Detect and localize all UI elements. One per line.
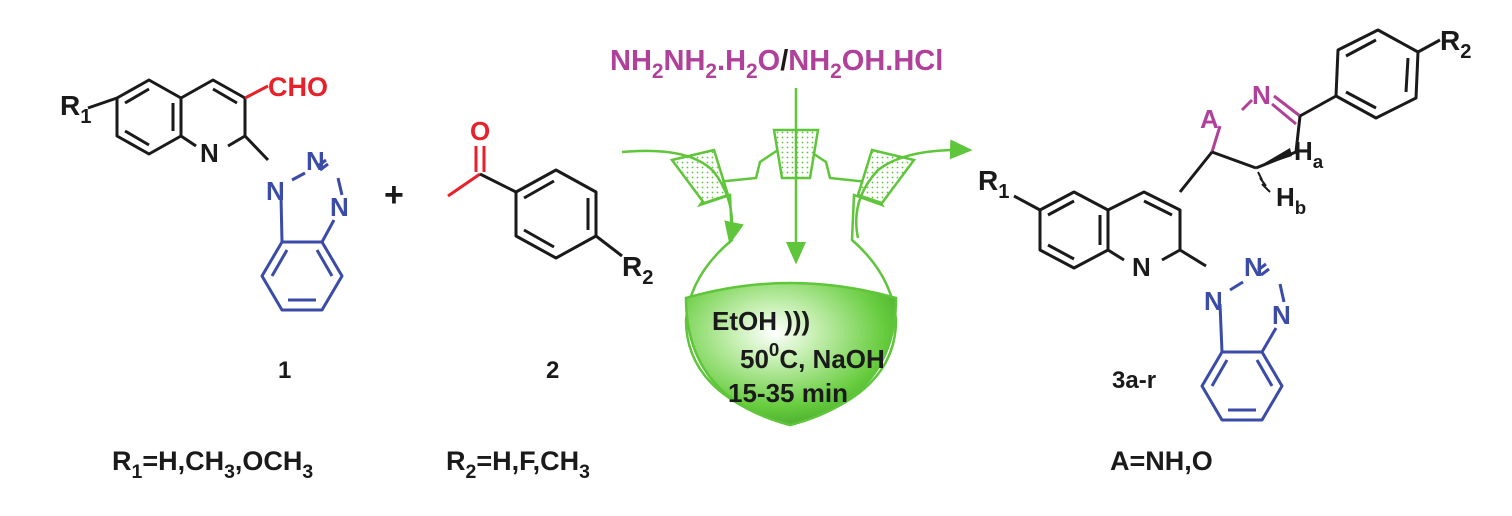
compound-1-r1-label: R1 xyxy=(60,90,91,128)
product-hb-label: Hb xyxy=(1276,182,1306,218)
compound-1-triazole-n2: N xyxy=(306,146,325,176)
compound-2-structure xyxy=(447,146,623,260)
flask-time-label: 15-35 min xyxy=(728,378,848,408)
product-triazole-n3: N xyxy=(1272,300,1291,330)
compound-1-triazole-n1: N xyxy=(266,176,285,206)
product-ha-label: Ha xyxy=(1294,136,1324,172)
product-quinoline xyxy=(1013,151,1214,270)
reagent-label: NH2NH2.H2O/NH2OH.HCl xyxy=(610,45,943,83)
compound-2-number: 2 xyxy=(546,357,559,384)
product-quinoline-n: N xyxy=(1132,252,1151,282)
flask-funnel-right xyxy=(856,148,917,205)
product-r1-label: R1 xyxy=(978,165,1009,203)
flask-solvent-label: EtOH ))) xyxy=(712,306,810,336)
compound-1-cho-label: CHO xyxy=(268,72,328,102)
compound-1-number: 1 xyxy=(278,357,291,384)
flask-funnel-left xyxy=(669,148,730,205)
compound-1-structure xyxy=(87,78,270,162)
compound-2-substituents: R2=H,F,CH3 xyxy=(446,446,590,483)
product-a-atom: A xyxy=(1200,104,1219,134)
product-aryl-ring xyxy=(1299,28,1441,120)
compound-1-substituents: R1=H,CH3,OCH3 xyxy=(112,446,313,483)
product-ring-n: N xyxy=(1252,80,1271,110)
product-substituents: A=NH,O xyxy=(1110,446,1213,476)
product-benzotriazole xyxy=(1200,262,1286,422)
plus-sign: + xyxy=(384,176,404,214)
flask-temperature-label: 500C, NaOH xyxy=(740,339,885,374)
product-triazole-n1: N xyxy=(1204,286,1223,316)
product-triazole-n2: N xyxy=(1244,252,1263,282)
compound-2-r2-label: R2 xyxy=(622,251,653,289)
product-r2-label: R2 xyxy=(1440,25,1471,63)
product-number: 3a-r xyxy=(1112,367,1156,394)
three-neck-flask xyxy=(621,88,973,427)
compound-1-triazole-n3: N xyxy=(330,192,349,222)
compound-1-benzotriazole xyxy=(260,158,344,312)
compound-1-quinoline-n: N xyxy=(200,138,219,168)
compound-2-oxygen: O xyxy=(470,116,490,146)
product-stereo-bonds xyxy=(1256,148,1292,193)
